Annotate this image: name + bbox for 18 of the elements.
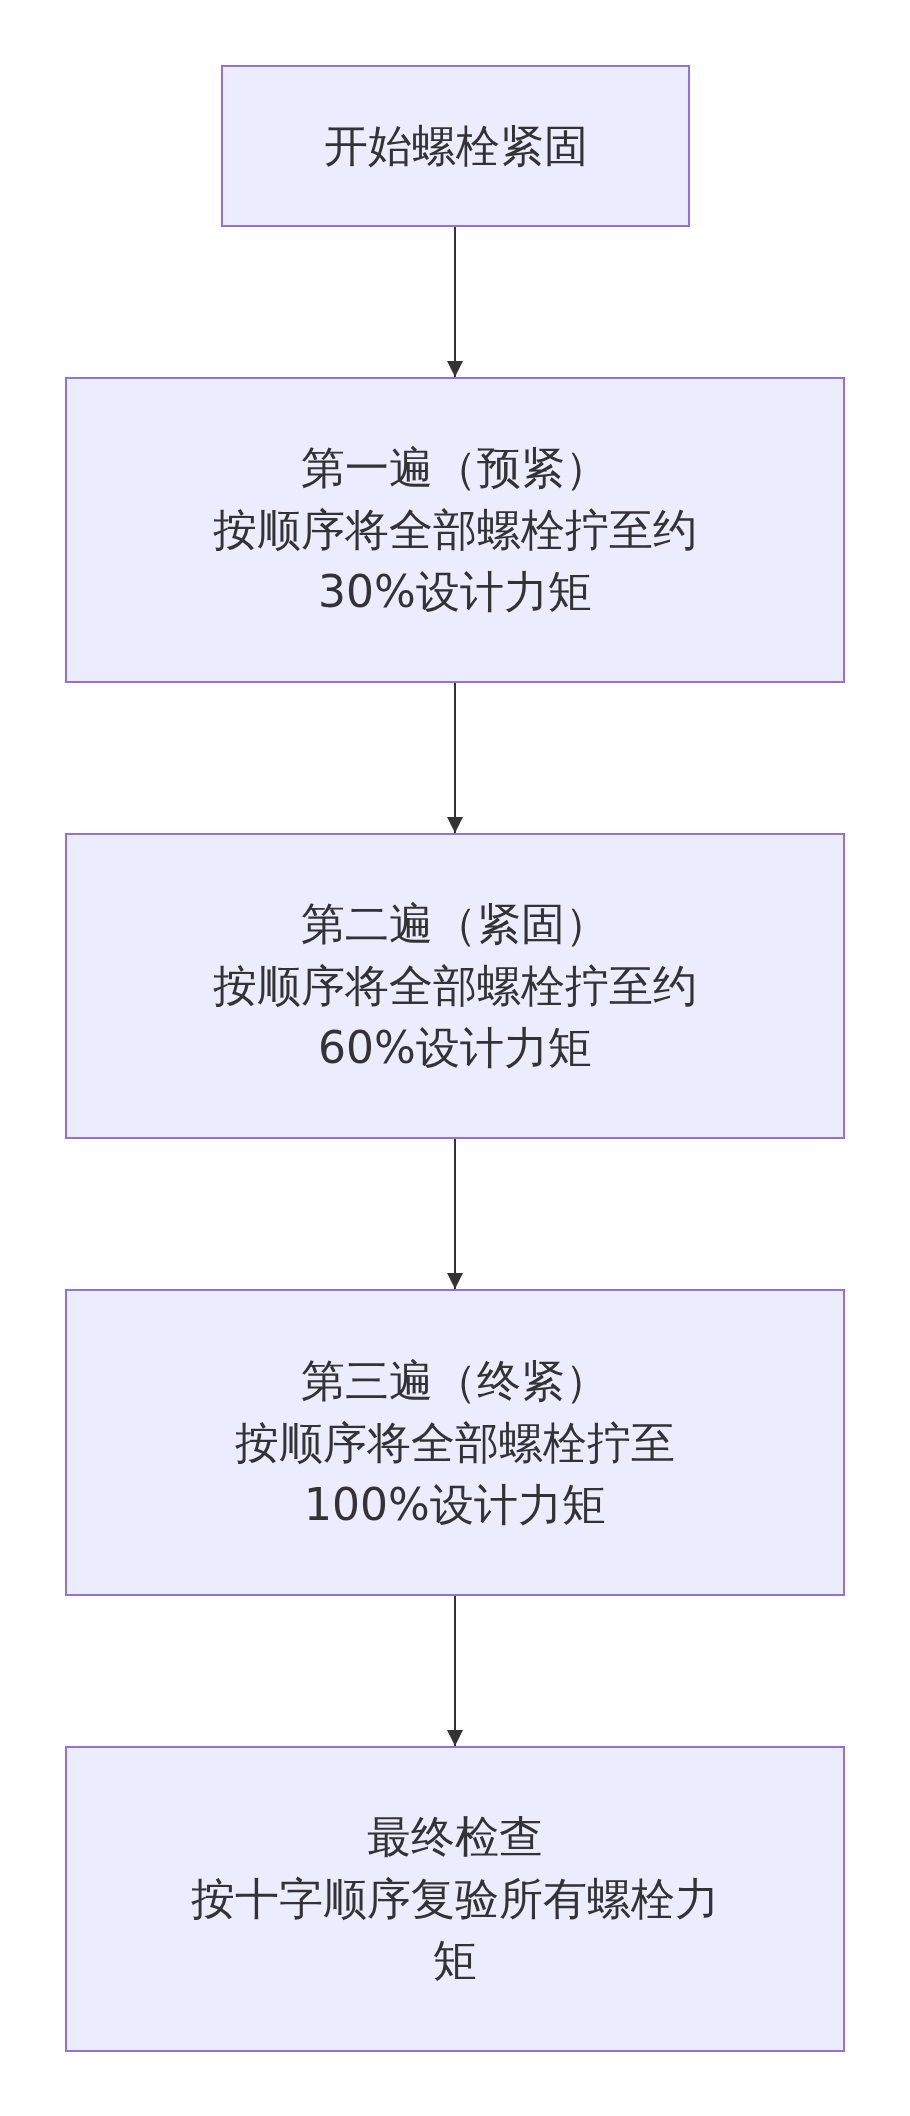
process-box [65,1746,845,2052]
process-box [65,833,845,1139]
process-box [221,65,690,227]
arrow [447,1138,463,1290]
step-description: 按十字顺序复验所有螺栓力矩 [190,1872,720,1988]
arrow [447,1595,463,1747]
step-title: 第一遍（预紧） [301,441,609,495]
step-title: 最终检查 [367,1810,543,1864]
process-box [65,1289,845,1596]
process-box [65,377,845,683]
step-title: 第三遍（终紧） [301,1353,609,1408]
arrow [447,682,463,834]
step-title: 开始螺栓紧固 [323,119,588,173]
step-description: 按顺序将全部螺栓拧至约60%设计力矩 [212,959,698,1075]
arrow [447,226,463,378]
step-description: 按顺序将全部螺栓拧至100%设计力矩 [234,1415,676,1532]
step-description: 按顺序将全部螺栓拧至约30%设计力矩 [212,503,698,619]
step-title: 第二遍（紧固） [301,897,609,951]
